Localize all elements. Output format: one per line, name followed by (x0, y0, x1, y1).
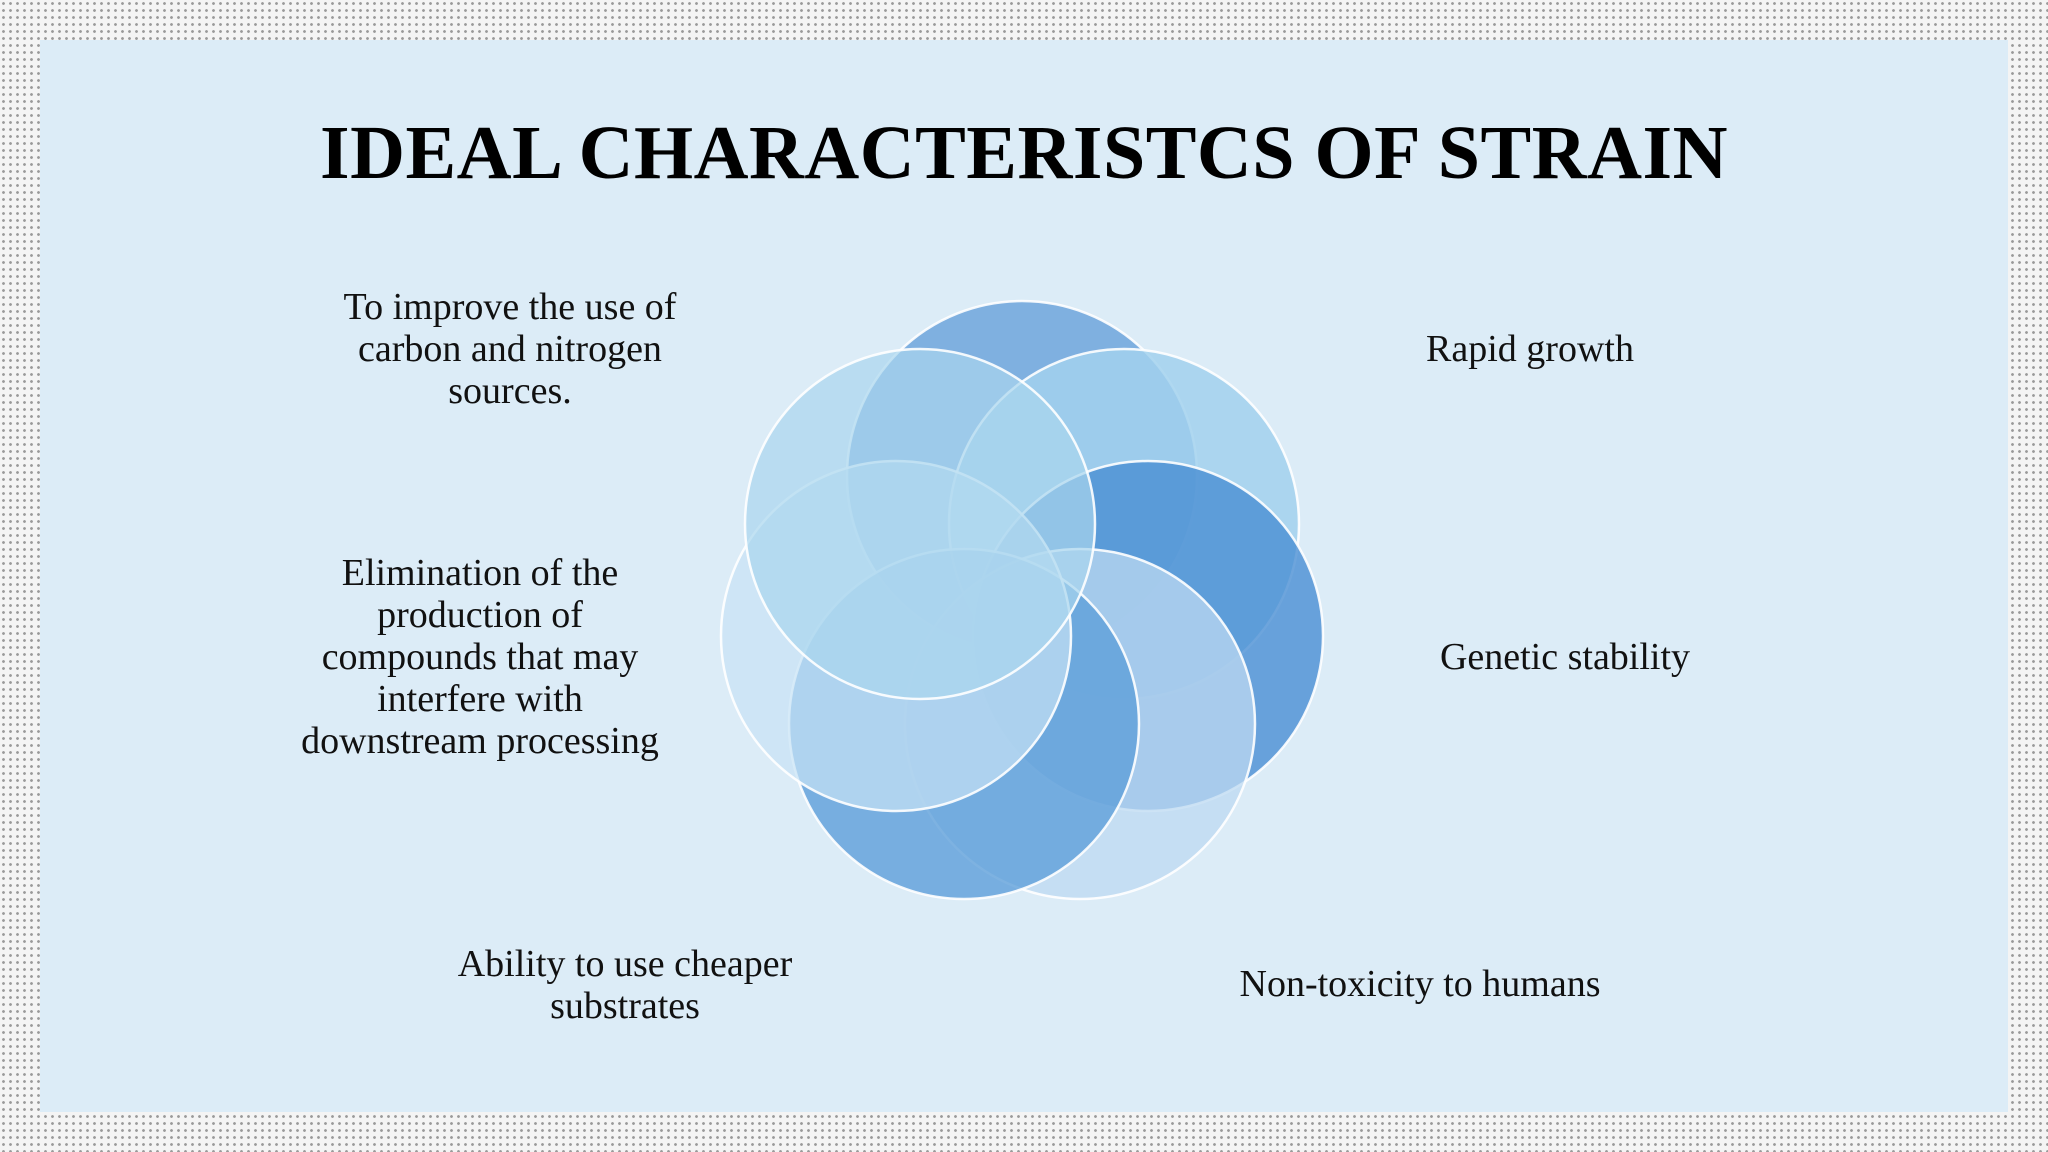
label-elimination: Elimination of the production of compoun… (301, 552, 659, 762)
label-cheaper-substrates: Ability to use cheaper substrates (457, 943, 793, 1027)
petal-carbon-upper (743, 347, 1097, 701)
slide-title: IDEAL CHARACTERISTCS OF STRAIN (320, 111, 1728, 195)
label-carbon-nitrogen: To improve the use of carbon and nitroge… (343, 286, 677, 412)
label-non-toxicity: Non-toxicity to humans (1239, 963, 1601, 1005)
label-rapid-growth: Rapid growth (1426, 328, 1634, 370)
label-genetic-stability: Genetic stability (1439, 636, 1691, 678)
